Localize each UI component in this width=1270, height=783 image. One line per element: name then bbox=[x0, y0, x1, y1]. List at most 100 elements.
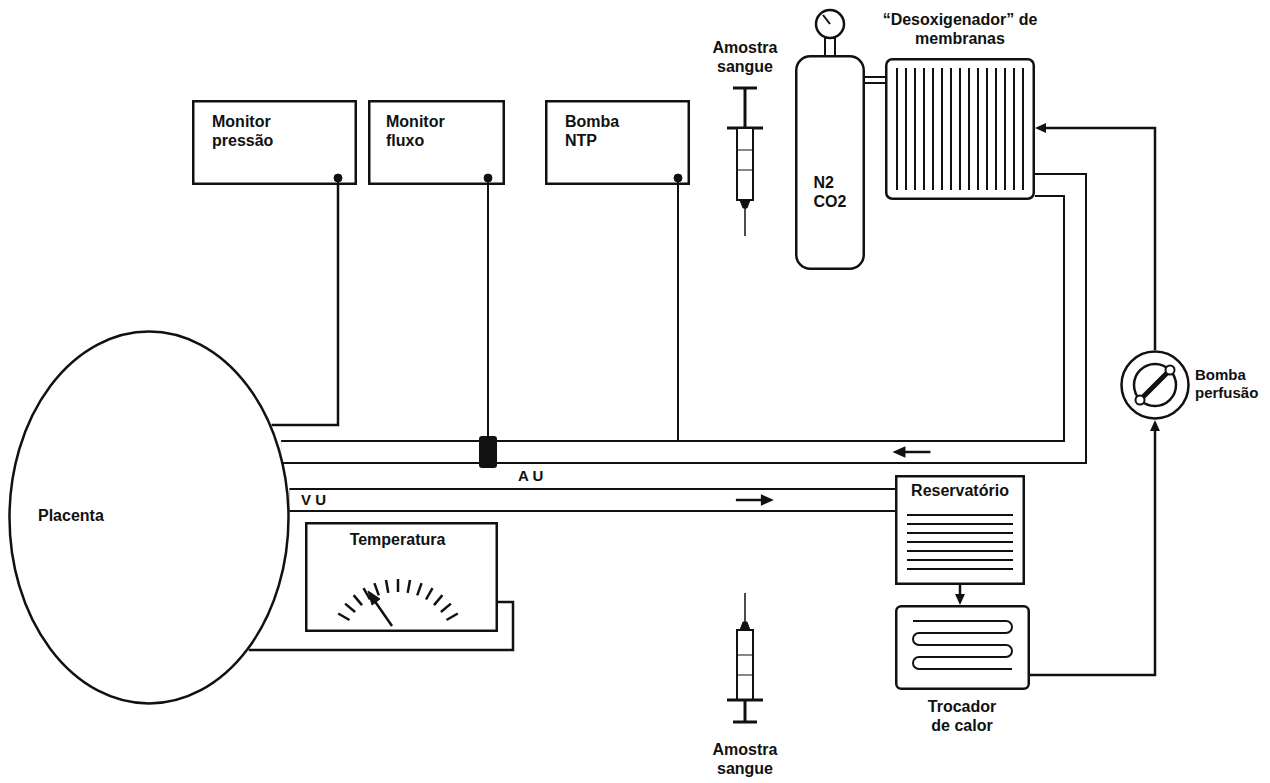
reservoir-rib bbox=[907, 550, 1013, 552]
syringe-mark bbox=[738, 675, 752, 676]
vessel-tube bbox=[281, 185, 1075, 458]
arrow-head bbox=[892, 446, 905, 458]
reservoir-rib bbox=[907, 568, 1013, 570]
pressure-gauge bbox=[816, 10, 844, 56]
membrane-rib bbox=[977, 68, 979, 190]
connector bbox=[955, 585, 965, 605]
pipe-wall bbox=[865, 76, 885, 84]
gas-cylinder: N2 CO2 bbox=[795, 55, 865, 270]
membrane-rib bbox=[941, 68, 943, 190]
node-label: Temperatura bbox=[305, 530, 490, 549]
box-outline bbox=[546, 101, 689, 184]
vessel-label: V U bbox=[298, 491, 329, 509]
membrane-rib bbox=[1004, 68, 1006, 190]
tube-wall bbox=[281, 185, 1075, 452]
gauge-needle bbox=[823, 15, 830, 24]
membrane-rib bbox=[923, 68, 925, 190]
syringe-needle bbox=[744, 593, 746, 622]
dial-tick bbox=[364, 588, 371, 599]
dial-tick bbox=[386, 580, 388, 593]
tube-lumen bbox=[289, 490, 895, 510]
monitor-wires bbox=[334, 174, 682, 440]
pump-roller bbox=[1136, 396, 1145, 405]
sample-label: Amostra sangue bbox=[713, 38, 778, 76]
node-label: Monitor fluxo bbox=[386, 112, 445, 150]
dial-tick bbox=[397, 579, 400, 592]
oxygenator-outline bbox=[886, 59, 1034, 199]
membrane-rib bbox=[1022, 68, 1024, 190]
membrane-rib bbox=[1013, 68, 1015, 190]
perfusion-pump: Bomba perfusão bbox=[1120, 350, 1190, 420]
pump-outline bbox=[1122, 352, 1189, 419]
membrane-rib bbox=[986, 68, 988, 190]
exchanger-outline bbox=[896, 606, 1029, 689]
dial-tick bbox=[417, 583, 421, 595]
gas-line bbox=[865, 80, 885, 81]
placenta-outline bbox=[10, 332, 289, 704]
syringe bbox=[727, 88, 763, 236]
node-label: “Desoxigenador” de membranas bbox=[880, 10, 1040, 48]
thermometer-dial bbox=[338, 579, 458, 626]
syringe-handle bbox=[733, 721, 757, 724]
membrane-rib bbox=[995, 68, 997, 190]
syringe-barrel bbox=[737, 128, 753, 200]
vessel-tube bbox=[289, 494, 895, 506]
box-outline bbox=[369, 101, 504, 184]
dial-tick bbox=[345, 604, 355, 612]
sample-label: Amostra sangue bbox=[713, 740, 778, 778]
heat-exchanger-outline bbox=[895, 605, 1030, 690]
wire bbox=[487, 178, 489, 437]
syringe-rod bbox=[744, 700, 747, 722]
gas-cylinder-outline bbox=[795, 55, 865, 270]
reservoir: Reservatório bbox=[895, 475, 1025, 585]
vessel-label: A U bbox=[515, 467, 546, 485]
membrane-rib bbox=[950, 68, 952, 190]
connector bbox=[1035, 123, 1155, 350]
syringe bbox=[727, 593, 763, 722]
dial-tick bbox=[447, 614, 458, 621]
dial-tick bbox=[426, 588, 433, 599]
node-label: Monitor pressão bbox=[212, 112, 273, 150]
node-label: Bomba perfusão bbox=[1195, 366, 1258, 402]
connector-line bbox=[272, 185, 338, 425]
exchanger-coil bbox=[913, 621, 1012, 669]
node-label: Trocador de calor bbox=[922, 697, 1002, 735]
node-label: Reservatório bbox=[895, 481, 1025, 500]
syringe-mark bbox=[738, 170, 752, 171]
monitor-box: Monitor fluxo bbox=[368, 100, 505, 185]
syringe-mark bbox=[738, 655, 752, 656]
pump-roller bbox=[1166, 366, 1175, 375]
membrane-rib bbox=[896, 68, 898, 190]
tube-lumen bbox=[281, 185, 1075, 452]
dial-tick bbox=[408, 580, 410, 593]
dial-tick bbox=[434, 595, 442, 605]
oxygenator-outline bbox=[885, 58, 1035, 200]
flow-probe bbox=[479, 436, 497, 468]
pump-roller-arm bbox=[1141, 371, 1169, 399]
syringe-needle bbox=[744, 208, 746, 236]
reservoir-rib bbox=[907, 523, 1013, 525]
syringe-barrel bbox=[737, 630, 753, 700]
node-label: Bomba NTP bbox=[565, 112, 619, 150]
membrane-rib bbox=[968, 68, 970, 190]
connector bbox=[1030, 420, 1160, 675]
membrane-rib bbox=[932, 68, 934, 190]
tube-wall bbox=[289, 488, 895, 512]
reservoir-rib bbox=[907, 514, 1013, 516]
reservoir-rib bbox=[907, 532, 1013, 534]
box-outline bbox=[193, 101, 356, 184]
connector bbox=[272, 185, 338, 425]
dial-tick bbox=[374, 583, 378, 595]
gauge-dial bbox=[816, 10, 844, 38]
node-label: Placenta bbox=[38, 506, 104, 525]
membrane-rib bbox=[905, 68, 907, 190]
pump-rotor bbox=[1134, 364, 1176, 406]
pipe-lumen bbox=[865, 78, 885, 82]
syringe-tip bbox=[740, 622, 750, 630]
dial-tick bbox=[338, 614, 349, 621]
perfusion-pump-outline bbox=[1120, 350, 1190, 420]
connector-line bbox=[1044, 128, 1155, 350]
